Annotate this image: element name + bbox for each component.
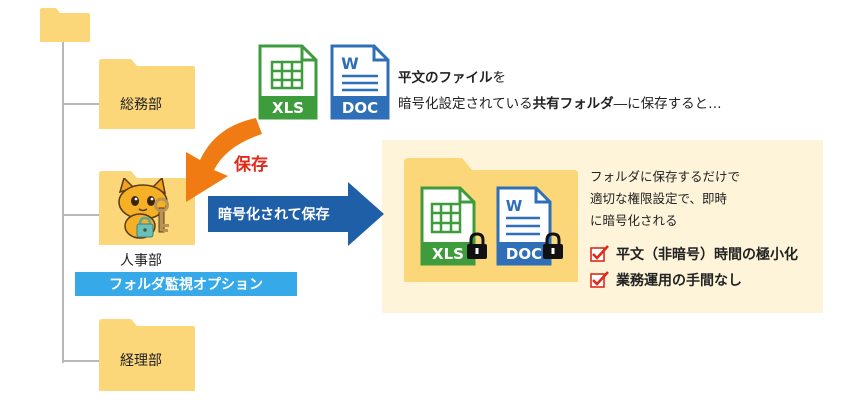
doc-file-icon: W DOC [330, 44, 390, 120]
folder-label-accounting: 経理部 [120, 353, 162, 369]
intro-line-2-pre: 暗号化設定されている [398, 96, 533, 112]
description-line-3: に暗号化される [590, 213, 678, 228]
shared-folder-emphasis: 共有フォルダ [532, 96, 614, 112]
folder-label-hr: 人事部 [120, 253, 162, 269]
save-label: 保存 [234, 155, 268, 175]
description-line-1: フォルダに保存するだけで [590, 169, 741, 184]
encrypted-doc-file-icon: W DOC [496, 186, 552, 266]
xls-file-icon: XLS [258, 44, 318, 120]
encrypted-xls-tag-text: XLS [432, 245, 464, 263]
lock-icon [543, 232, 563, 259]
encrypted-word-letter-text: W [506, 197, 523, 215]
folder-monitoring-option-banner: フォルダ監視オプション [75, 272, 297, 296]
encrypt-arrow-label: 暗号化されて保存 [218, 207, 330, 223]
check-item-plaintext-time: 平文（非暗号）時間の極小化 [590, 244, 798, 264]
tree-trunk-line [62, 40, 64, 363]
intro-line-1-rest: を [492, 70, 507, 86]
check-item-1-label: 平文（非暗号）時間の極小化 [616, 247, 798, 263]
folder-label-general-affairs: 総務部 [120, 97, 162, 113]
intro-line-2-post: ―に保存すると… [613, 96, 722, 112]
intro-line-1: 平文のファイルを [398, 66, 506, 86]
encrypted-doc-tag-text: DOC [506, 245, 542, 263]
doc-tag-text: DOC [342, 99, 378, 117]
cat-mascot-icon [118, 178, 169, 239]
lock-icon [467, 232, 487, 259]
xls-tag-text: XLS [272, 99, 304, 117]
tree-branch-general [62, 103, 100, 105]
check-item-no-operation-effort: 業務運用の手間なし [590, 270, 742, 290]
checkbox-checked-icon [590, 271, 609, 288]
checkbox-checked-icon [590, 245, 609, 262]
save-arrow-icon [186, 118, 262, 202]
tree-branch-hr [62, 214, 100, 216]
word-letter-text: W [341, 54, 359, 73]
encrypt-arrow-icon [208, 182, 384, 246]
plaintext-file-emphasis: 平文のファイル [398, 70, 493, 86]
description-line-2: 適切な権限設定で、即時 [590, 191, 728, 206]
check-item-2-label: 業務運用の手間なし [616, 273, 742, 289]
root-folder-icon[interactable] [38, 6, 92, 44]
encrypted-xls-file-icon: XLS [420, 186, 476, 266]
folder-accounting-icon[interactable] [97, 318, 197, 392]
folder-general-affairs-icon[interactable] [97, 58, 197, 130]
tree-branch-accounting [62, 360, 100, 362]
intro-line-2: 暗号化設定されている共有フォルダ―に保存すると… [398, 92, 722, 112]
